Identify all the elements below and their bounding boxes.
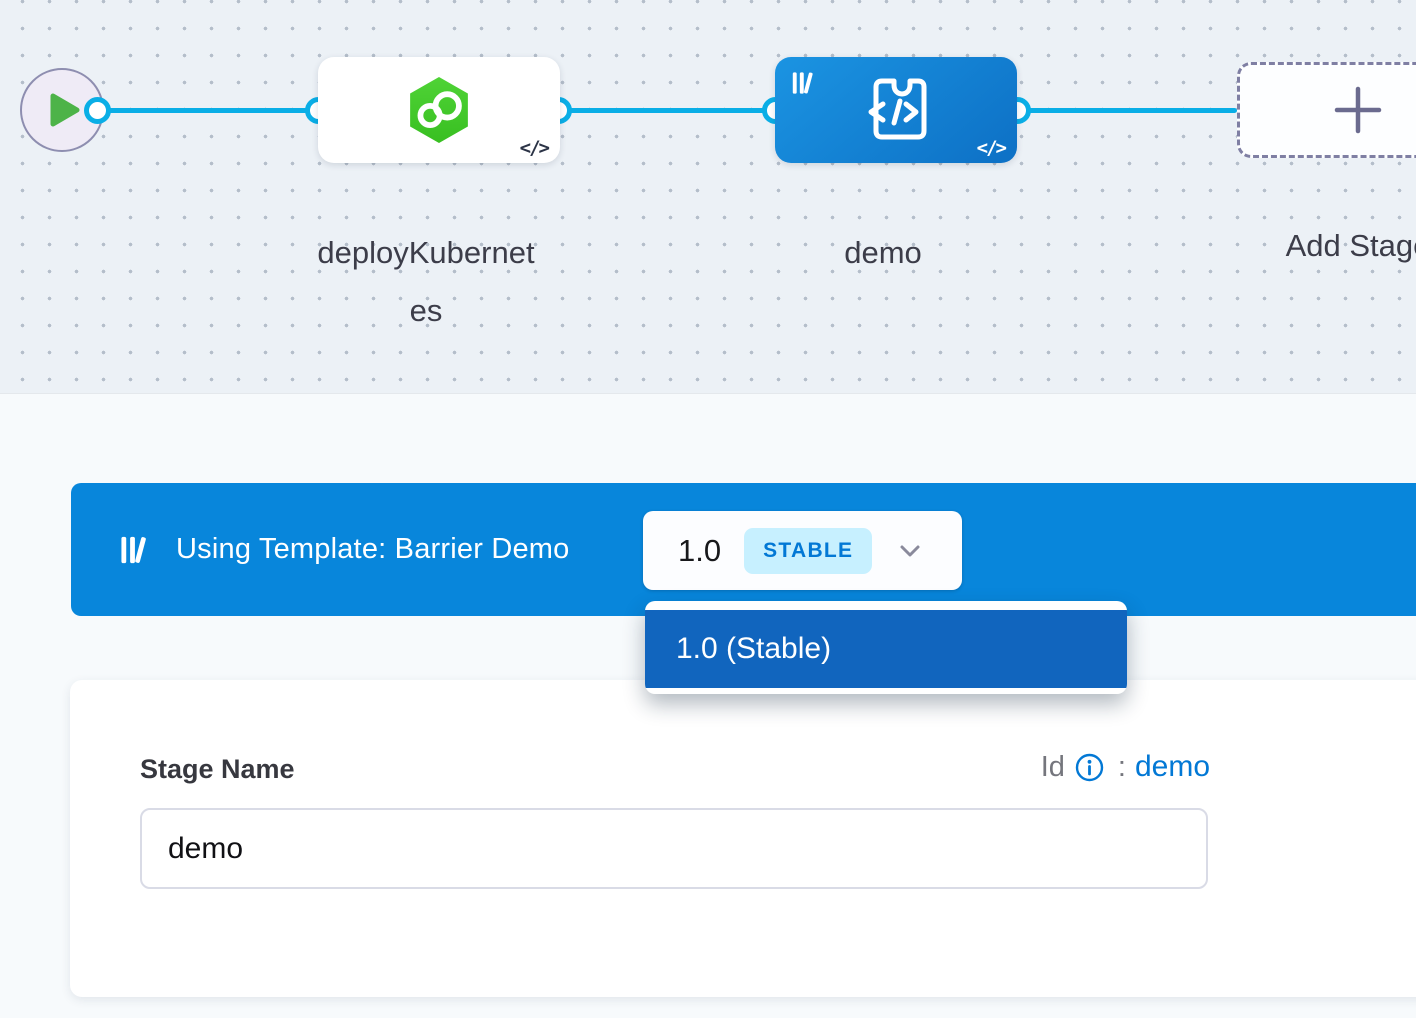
stage-id-row: Id : demo xyxy=(985,750,1210,784)
chevron-down-icon xyxy=(900,545,920,556)
plus-icon xyxy=(1334,86,1382,134)
stage-node-deploykubernetes[interactable]: </> xyxy=(318,57,560,163)
stable-badge: STABLE xyxy=(744,527,873,574)
edge-line xyxy=(558,108,775,113)
id-label: Id xyxy=(1040,750,1065,783)
template-library-icon xyxy=(792,72,813,94)
code-toggle-icon: </> xyxy=(519,137,550,159)
id-colon: : xyxy=(1117,750,1126,783)
stage-node-demo[interactable]: </> xyxy=(775,57,1017,163)
stage-label: deployKubernetes xyxy=(317,235,535,328)
version-menu-item[interactable]: 1.0 (Stable) xyxy=(645,610,1127,688)
pipeline-canvas[interactable]: </> </> deployKubernetes xyxy=(0,0,1416,394)
custom-stage-icon xyxy=(868,78,927,140)
stage-name-label: Stage Name xyxy=(140,754,295,784)
play-icon xyxy=(50,93,80,127)
edge-connector[interactable] xyxy=(84,97,111,124)
template-banner: Using Template: Barrier Demo xyxy=(71,483,1416,616)
info-icon[interactable] xyxy=(1074,752,1105,783)
stage-id-value: demo xyxy=(1134,750,1210,783)
stage-label: Add Stage xyxy=(1285,228,1416,263)
template-library-icon xyxy=(121,536,146,563)
template-version-select[interactable]: 1.0 STABLE xyxy=(643,511,962,590)
edge-line xyxy=(97,108,318,113)
code-toggle-icon: </> xyxy=(976,137,1007,159)
stage-label: demo xyxy=(844,235,922,270)
version-dropdown-menu: 1.0 (Stable) xyxy=(645,601,1127,694)
edge-line xyxy=(1017,108,1237,113)
version-number: 1.0 xyxy=(678,532,722,568)
stage-name-input[interactable] xyxy=(140,808,1208,889)
add-stage-button[interactable] xyxy=(1237,62,1416,158)
template-banner-title: Using Template: Barrier Demo xyxy=(176,533,570,565)
stage-overview-card: Stage Name Id : demo xyxy=(70,680,1416,997)
kubernetes-deploy-icon xyxy=(410,77,468,143)
